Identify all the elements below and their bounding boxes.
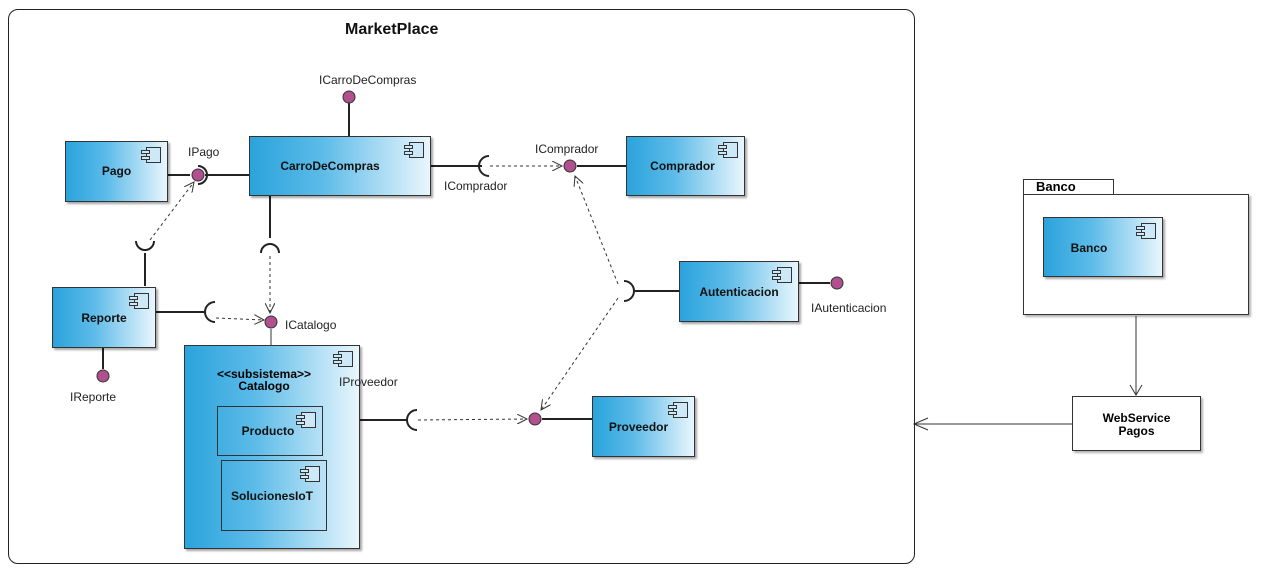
component-icon — [296, 412, 316, 428]
subsystem-catalogo[interactable]: <<subsistema>> Catalogo Producto Solucio… — [184, 345, 360, 549]
ws-marketplace-arrowhead — [912, 417, 929, 431]
component-icon — [141, 147, 161, 163]
label-icomprador-provided: IComprador — [535, 142, 599, 156]
catalogo-name: Catalogo — [238, 379, 290, 393]
ireporte-ball — [96, 369, 110, 383]
component-icon — [333, 351, 353, 367]
reporte-pago-dep — [149, 182, 194, 241]
iproveedor-ball — [528, 412, 542, 426]
component-icon — [300, 466, 320, 482]
component-label: Comprador — [650, 159, 715, 173]
icarro-ball — [342, 90, 356, 104]
catalogo-proveedor-socket — [406, 409, 418, 431]
component-icon — [129, 293, 149, 309]
auth-socket — [623, 280, 635, 302]
component-label: Pago — [101, 164, 132, 178]
catalogo-stereotype: <<subsistema>> — [216, 367, 312, 381]
component-carrodecompras[interactable]: CarroDeCompras — [249, 136, 431, 196]
label-iproveedor: IProveedor — [339, 375, 398, 389]
component-proveedor[interactable]: Proveedor — [592, 396, 695, 457]
auth-proveedor-dep — [541, 297, 619, 410]
iautenticacion-ball — [830, 276, 844, 290]
component-producto[interactable]: Producto — [217, 406, 323, 456]
carro-catalogo-socket — [260, 243, 280, 254]
auth-comprador-dep — [575, 176, 619, 285]
icomprador-ball — [563, 159, 577, 173]
banco-ws-arrowhead — [1129, 384, 1143, 396]
webservice-pagos[interactable]: WebService Pagos — [1072, 396, 1201, 451]
component-label: Producto — [241, 424, 295, 438]
component-label: SolucionesIoT — [230, 489, 313, 503]
component-icon — [718, 142, 738, 158]
component-autenticacion[interactable]: Autenticacion — [679, 261, 799, 322]
label-ipago: IPago — [188, 145, 220, 159]
component-banco[interactable]: Banco — [1043, 217, 1163, 277]
carro-comprador-socket — [478, 155, 490, 177]
component-icon — [668, 402, 688, 418]
banco-package-title: Banco — [1036, 179, 1076, 194]
pago-socket — [197, 165, 208, 185]
component-pago[interactable]: Pago — [65, 141, 168, 202]
label-icatalogo: ICatalogo — [285, 318, 337, 332]
component-label: Proveedor — [608, 420, 669, 434]
component-reporte[interactable]: Reporte — [52, 287, 156, 348]
label-iautenticacion: IAutenticacion — [811, 301, 887, 315]
component-label: CarroDeCompras — [280, 159, 380, 173]
reporte-catalogo-socket — [204, 301, 216, 323]
webservice-label-line1: WebService — [1102, 411, 1171, 425]
icatalogo-ball — [264, 315, 278, 329]
component-label: Reporte — [81, 311, 127, 325]
marketplace-title: MarketPlace — [345, 21, 439, 38]
banco-package-tab: Banco — [1023, 179, 1114, 195]
component-icon — [404, 142, 424, 158]
label-ireporte: IReporte — [70, 390, 117, 404]
component-label: Banco — [1070, 241, 1108, 255]
label-icomprador-required: IComprador — [444, 179, 508, 193]
component-label: Autenticacion — [699, 285, 779, 299]
reporte-catalogo-dep — [215, 318, 264, 320]
label-icarrodecompras: ICarroDeCompras — [319, 73, 417, 87]
component-comprador[interactable]: Comprador — [626, 136, 745, 196]
component-solucionesiot[interactable]: SolucionesIoT — [221, 460, 327, 531]
component-icon — [772, 267, 792, 283]
reporte-pago-socket — [135, 240, 155, 251]
catalogo-proveedor-dep — [417, 419, 527, 420]
webservice-label-line2: Pagos — [1118, 424, 1155, 438]
component-icon — [1136, 223, 1156, 239]
ipago-ball — [191, 168, 205, 182]
